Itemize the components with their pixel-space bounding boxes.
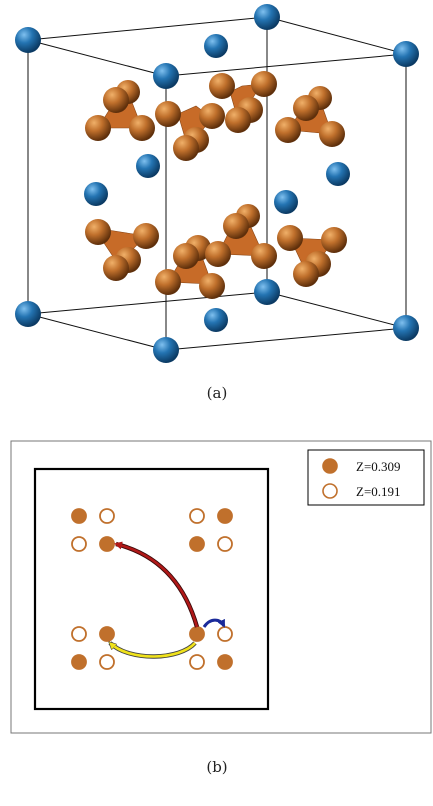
panel-b-schematic: Z=0.309 Z=0.191 — [10, 440, 432, 734]
caption-a: (a) — [206, 384, 228, 402]
copper-atom — [173, 135, 199, 161]
schematic-atoms — [71, 508, 233, 670]
copper-atom — [199, 273, 225, 299]
blue-atom — [393, 315, 419, 341]
atom-z-0309 — [71, 654, 87, 670]
arrow-yellow-fill — [110, 643, 196, 658]
blue-atom — [326, 162, 350, 186]
copper-atom — [103, 87, 129, 113]
copper-atom — [133, 223, 159, 249]
arrow-blue — [202, 618, 226, 628]
atom-z-0191 — [71, 626, 87, 642]
blue-atom — [204, 34, 228, 58]
copper-atom — [321, 227, 347, 253]
copper-atom — [85, 115, 111, 141]
atom-z-0191 — [189, 508, 205, 524]
atom-z-0191 — [99, 654, 115, 670]
legend-marker-filled — [322, 458, 338, 474]
atom-z-0191 — [99, 508, 115, 524]
blue-atom — [254, 4, 280, 30]
copper-atom — [293, 95, 319, 121]
unit-cell-edges — [27, 16, 407, 351]
blue-atom — [393, 41, 419, 67]
atom-z-0309 — [189, 536, 205, 552]
blue-atom — [204, 308, 228, 332]
copper-atom — [199, 103, 225, 129]
copper-atom — [209, 73, 235, 99]
blue-atom — [15, 27, 41, 53]
blue-atom — [84, 182, 108, 206]
copper-atom — [225, 107, 251, 133]
copper-atom — [155, 269, 181, 295]
copper-atom — [277, 225, 303, 251]
copper-atom — [129, 115, 155, 141]
blue-atom — [254, 279, 280, 305]
copper-atoms — [85, 71, 347, 299]
atom-z-0309 — [99, 626, 115, 642]
atom-z-0191 — [71, 536, 87, 552]
atom-z-0309 — [189, 626, 205, 642]
hop-arrows — [110, 541, 226, 659]
blue-atom — [15, 301, 41, 327]
blue-atom — [136, 154, 160, 178]
legend-label-open: Z=0.191 — [356, 484, 401, 499]
copper-atom — [251, 71, 277, 97]
atom-z-0191 — [189, 654, 205, 670]
atom-z-0191 — [217, 536, 233, 552]
copper-atom — [223, 213, 249, 239]
copper-atom — [205, 241, 231, 267]
copper-atom — [103, 255, 129, 281]
legend-label-filled: Z=0.309 — [356, 459, 401, 474]
copper-atom — [155, 101, 181, 127]
legend: Z=0.309 Z=0.191 — [307, 449, 425, 506]
caption-b: (b) — [206, 758, 228, 776]
panel-b-cell-square — [33, 467, 270, 711]
blue-atom — [153, 63, 179, 89]
copper-atom — [85, 219, 111, 245]
blue-atom — [153, 337, 179, 363]
legend-marker-open — [322, 483, 338, 499]
panel-a-crystal-structure — [15, 4, 419, 363]
copper-atom — [293, 261, 319, 287]
atom-z-0191 — [217, 626, 233, 642]
blue-atoms — [15, 4, 419, 363]
copper-atom — [275, 117, 301, 143]
blue-atom — [274, 190, 298, 214]
copper-atom — [173, 243, 199, 269]
atom-z-0309 — [71, 508, 87, 524]
atom-z-0309 — [217, 654, 233, 670]
atom-z-0309 — [217, 508, 233, 524]
copper-atom — [251, 243, 277, 269]
arrow-red-fill — [114, 541, 199, 628]
atom-z-0309 — [99, 536, 115, 552]
copper-atom — [319, 121, 345, 147]
